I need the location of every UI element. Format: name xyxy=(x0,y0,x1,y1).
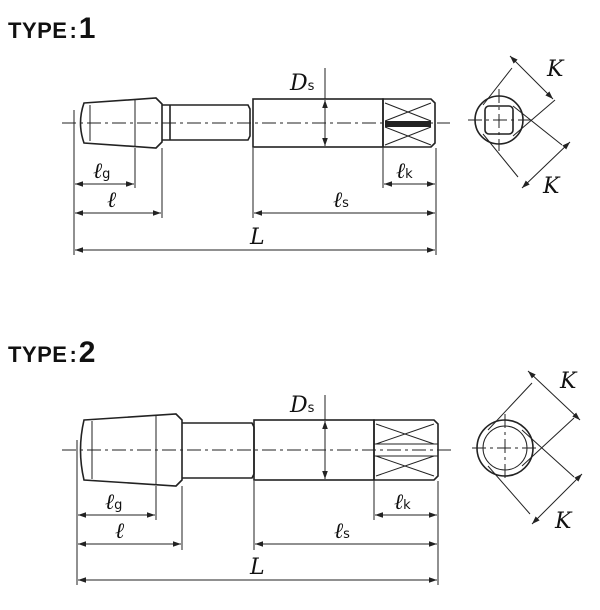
type-1-square-drive xyxy=(382,98,436,148)
type-1-Ds-label: Ds xyxy=(289,71,315,96)
type-1-number: 1 xyxy=(78,12,96,45)
type-2-K-upper-label: K xyxy=(559,369,578,394)
type-1-heading: TYPE:1 xyxy=(8,12,95,46)
type-2-lk-label: ℓk xyxy=(394,490,411,515)
type-2-K-lower-dim xyxy=(531,473,583,525)
type-1-lg-label: ℓg xyxy=(93,159,110,184)
type-1-K-upper-dim xyxy=(509,55,554,100)
type-2-square-cross xyxy=(375,423,435,477)
type-1-dimensions xyxy=(73,68,437,255)
type-2-Ds-label: Ds xyxy=(289,393,315,418)
type-1-ls-label: ℓs xyxy=(333,188,349,213)
type-1-K-lower-dim xyxy=(521,141,571,189)
type-2-tap-side-view xyxy=(62,413,452,487)
type-1-tap-side-view xyxy=(62,97,450,149)
type-1-l-label: ℓ xyxy=(107,188,117,213)
type-2-heading: TYPE:2 xyxy=(8,336,95,370)
type-2-L-label: L xyxy=(249,555,265,580)
type-1-K-lower-label: K xyxy=(542,174,561,199)
type-2-K-upper-dim xyxy=(527,370,581,421)
type-1-K-upper-label: K xyxy=(546,57,565,82)
type-2-K-lower-label: K xyxy=(554,509,573,534)
type-2-end-view xyxy=(472,370,583,525)
type-1-square-cross xyxy=(384,102,432,146)
type-2-lg-label: ℓg xyxy=(105,490,122,515)
type-1-end-view xyxy=(468,55,571,189)
type-1-word: TYPE xyxy=(8,18,68,43)
type-2-colon: : xyxy=(69,342,77,367)
type-2-ls-label: ℓs xyxy=(334,519,350,544)
type-2-word: TYPE xyxy=(8,342,68,367)
type-1-lk-label: ℓk xyxy=(396,159,413,184)
type-1-L-label: L xyxy=(249,225,265,250)
type-1-colon: : xyxy=(69,18,77,43)
type-1-square-flat xyxy=(385,121,431,127)
type-2-square-drive xyxy=(373,419,439,481)
type-2-number: 2 xyxy=(78,336,96,369)
type-2-l-label: ℓ xyxy=(115,519,125,544)
type-2-dimensions xyxy=(76,395,439,585)
